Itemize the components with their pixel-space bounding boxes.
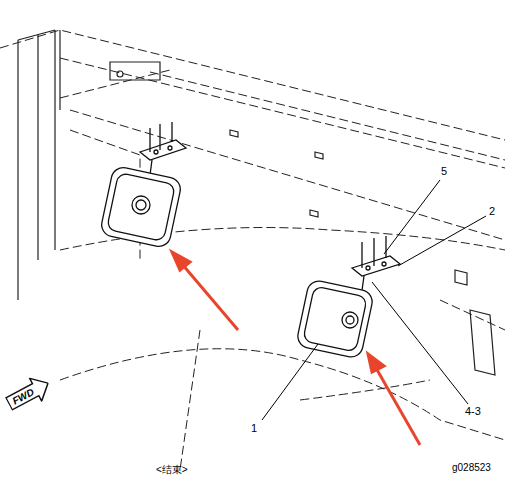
frame-outline <box>0 30 505 470</box>
callout-number: 2 <box>489 206 495 217</box>
leader-lines <box>262 180 486 420</box>
left-mirror <box>99 122 186 249</box>
figure-id: g028523 <box>452 463 491 473</box>
callout-number: 4-3 <box>465 406 481 417</box>
callout-number: 5 <box>441 166 447 177</box>
upright-post <box>18 30 495 375</box>
end-note: <结束> <box>156 465 188 475</box>
red-arrows <box>172 252 420 445</box>
callout-number: 1 <box>251 423 257 434</box>
forward-arrow: FWD <box>2 371 54 416</box>
